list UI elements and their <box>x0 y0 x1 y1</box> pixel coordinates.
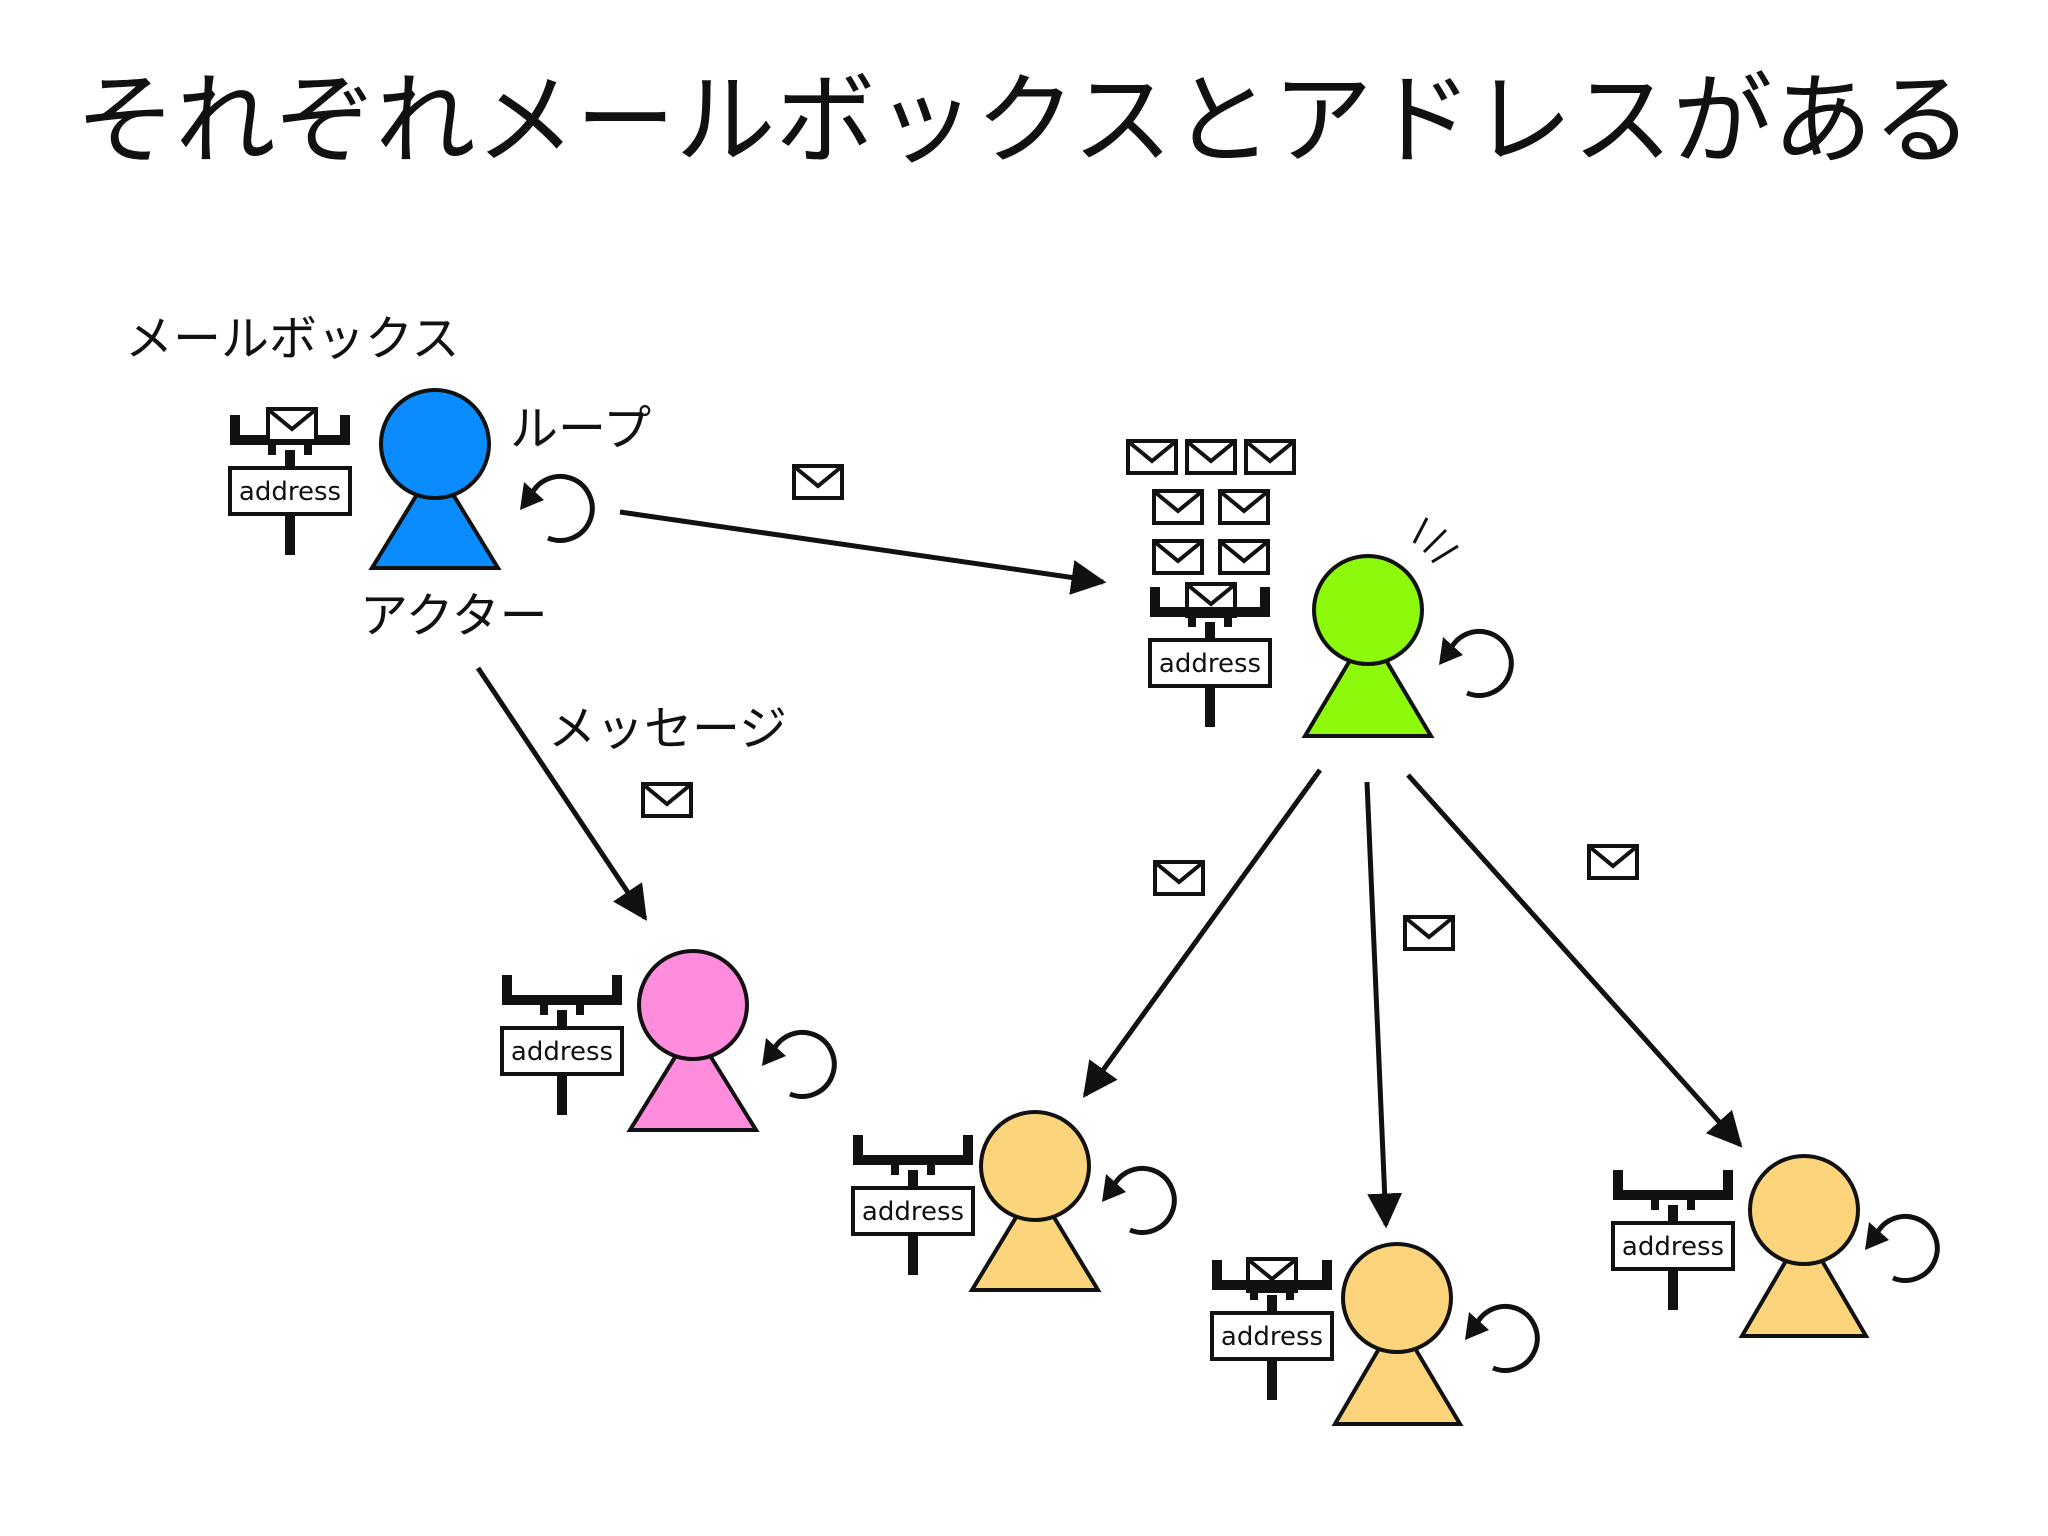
loop-icon <box>520 476 592 540</box>
loop-icon <box>1102 1168 1174 1232</box>
address-label: address <box>239 477 341 507</box>
loop-label: ループ <box>510 401 651 457</box>
loop-icon <box>1439 631 1511 695</box>
mailbox-label: メールボックス <box>125 311 460 367</box>
envelope-icon <box>266 407 318 443</box>
address-label: address <box>511 1037 613 1067</box>
actor-yellow-1: address <box>853 1110 1174 1292</box>
actor-green: address <box>1126 439 1511 738</box>
page-title: それぞれメールボックスとアドレスがある <box>76 62 1973 179</box>
actor-figure <box>1331 1242 1464 1426</box>
loop-icon <box>1465 1306 1537 1370</box>
envelope-icon <box>641 782 693 818</box>
envelope-icon <box>1185 439 1237 475</box>
actor-yellow-3: address <box>1613 1154 1937 1338</box>
envelope-icon <box>1244 439 1296 475</box>
arrow-green-to-yellow-3 <box>1406 773 1743 1148</box>
loop-icon <box>762 1032 834 1096</box>
busy-lines-icon <box>1412 517 1459 564</box>
mailbox-post: address <box>230 415 350 555</box>
actor-figure <box>626 949 760 1132</box>
actor-pink: address <box>502 949 834 1132</box>
envelope-icon <box>1152 489 1204 525</box>
mailbox-post: address <box>1613 1170 1733 1310</box>
actor-figure <box>968 1110 1102 1292</box>
arrow-green-to-yellow-1 <box>1082 768 1323 1098</box>
mailbox-post: address <box>853 1135 973 1275</box>
envelope-icon <box>1403 915 1455 951</box>
actor-figure <box>368 388 502 570</box>
actor-label: アクター <box>360 588 548 644</box>
envelope-icon <box>1126 439 1178 475</box>
mailbox-post: address <box>502 975 622 1115</box>
address-label: address <box>1622 1232 1724 1262</box>
arrow-green-to-yellow-2 <box>1364 781 1403 1229</box>
actor-blue: address <box>230 388 592 570</box>
arrow-blue-to-green <box>619 509 1107 595</box>
envelope-icon <box>1587 844 1639 880</box>
envelope-icon <box>792 464 844 500</box>
loop-icon <box>1865 1216 1937 1280</box>
envelope-icon <box>1218 539 1270 575</box>
actor-figure <box>1738 1154 1870 1338</box>
message-label: メッセージ <box>548 701 787 757</box>
envelope-icon <box>1153 860 1205 896</box>
address-label: address <box>862 1197 964 1227</box>
envelope-icon <box>1218 489 1270 525</box>
arrow-blue-to-pink <box>475 666 648 921</box>
actor-yellow-2: address <box>1212 1242 1537 1426</box>
actor-figure <box>1301 554 1435 738</box>
message-arrows <box>475 509 1743 1229</box>
envelope-icon <box>1152 539 1204 575</box>
mailbox-post: address <box>1150 587 1270 727</box>
address-label: address <box>1159 649 1261 679</box>
mailbox-post: address <box>1212 1260 1332 1400</box>
address-label: address <box>1221 1322 1323 1352</box>
